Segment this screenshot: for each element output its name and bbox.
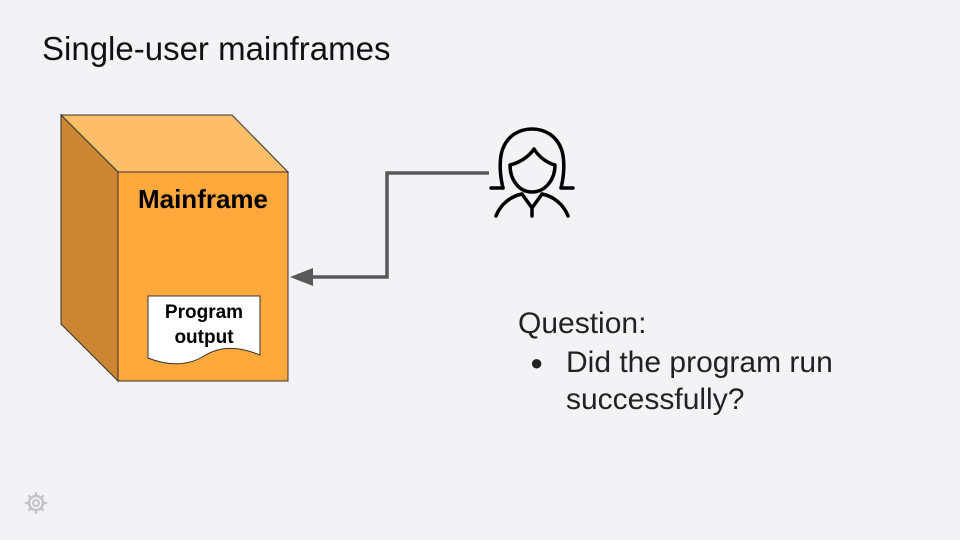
list-item: ● Did the program run successfully? <box>518 344 866 418</box>
question-block: Question: ● Did the program run successf… <box>518 306 866 418</box>
question-heading: Question: <box>518 307 647 340</box>
program-output-label-line1: Program <box>164 302 244 323</box>
connector-line <box>310 171 489 279</box>
program-output-label: Program output <box>148 300 260 350</box>
person-icon <box>489 127 575 218</box>
question-bullet-text: Did the program run successfully? <box>566 346 833 416</box>
connector-arrow <box>290 171 489 286</box>
gear-logo-icon <box>25 492 47 514</box>
program-output-label-line2: output <box>174 327 234 348</box>
mainframe-label: Mainframe <box>137 184 269 214</box>
slide-title: Single-user mainframes <box>42 30 391 67</box>
program-output-document <box>147 295 261 365</box>
bullet-icon: ● <box>530 350 544 375</box>
arrow-head <box>290 268 313 286</box>
